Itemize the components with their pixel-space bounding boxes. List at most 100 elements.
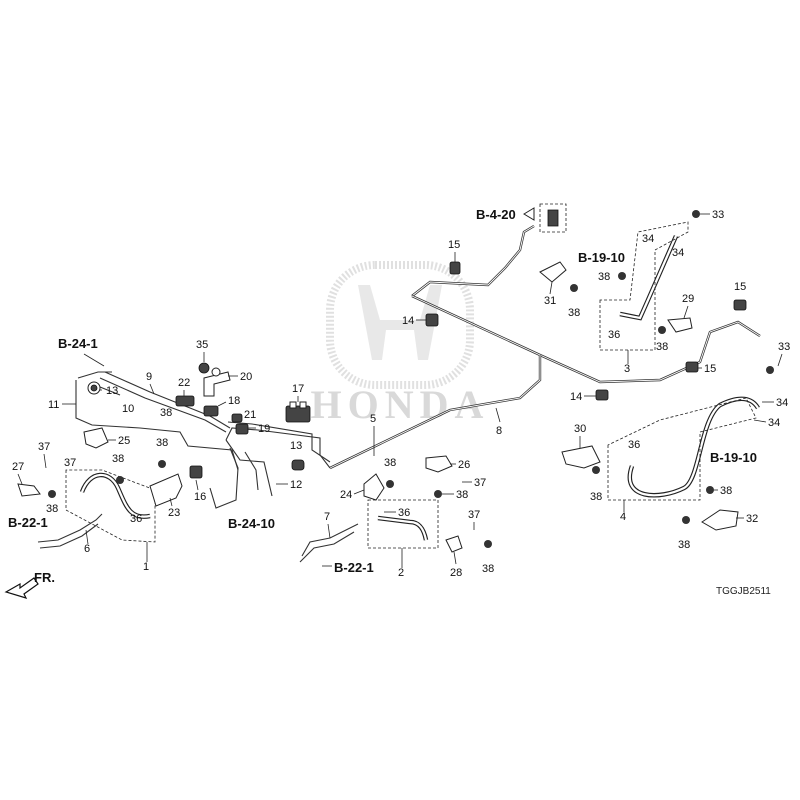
grommet-13b	[291, 459, 305, 471]
assembly-box-3	[599, 221, 689, 351]
callout-37c[interactable]: 37	[474, 477, 486, 489]
clip-15c	[733, 299, 747, 311]
brake-hose-1	[79, 472, 151, 519]
callout-24[interactable]: 24	[340, 489, 352, 501]
callout-13b[interactable]: 13	[290, 440, 302, 452]
callout-37b[interactable]: 37	[64, 457, 76, 469]
callout-1[interactable]: 1	[143, 561, 149, 573]
callout-34b[interactable]: 34	[672, 247, 684, 259]
bracket-25	[83, 427, 109, 449]
callout-38g[interactable]: 38	[568, 307, 580, 319]
callout-34a[interactable]: 34	[642, 233, 654, 245]
callout-10[interactable]: 10	[122, 403, 134, 415]
grommet-13	[87, 381, 101, 395]
assembly-box-1	[65, 469, 156, 543]
callout-38c[interactable]: 38	[156, 437, 168, 449]
callout-36c[interactable]: 36	[608, 329, 620, 341]
callout-4[interactable]: 4	[620, 511, 626, 523]
callout-3[interactable]: 3	[624, 363, 630, 375]
callout-34d[interactable]: 34	[768, 417, 780, 429]
ref-b-22-1-mid[interactable]: B-22-1	[334, 560, 374, 575]
callout-32[interactable]: 32	[746, 513, 758, 525]
diagram-code: TGGJB2511	[716, 586, 771, 597]
callout-38j[interactable]: 38	[590, 491, 602, 503]
callout-11[interactable]: 11	[48, 399, 59, 411]
callout-14b[interactable]: 14	[570, 391, 582, 403]
callout-15b[interactable]: 15	[704, 363, 716, 375]
callout-34c[interactable]: 34	[776, 397, 788, 409]
bracket-24	[363, 473, 385, 501]
bracket-20	[203, 367, 231, 397]
callout-15c[interactable]: 15	[734, 281, 746, 293]
ref-b-24-1[interactable]: B-24-1	[58, 336, 98, 351]
clip-22	[175, 395, 195, 407]
callout-20[interactable]: 20	[240, 371, 252, 383]
callout-37d[interactable]: 37	[468, 509, 480, 521]
callout-23[interactable]: 23	[168, 507, 180, 519]
callout-22[interactable]: 22	[178, 377, 190, 389]
callout-26[interactable]: 26	[458, 459, 470, 471]
callout-38m[interactable]: 38	[160, 407, 172, 419]
callout-38h[interactable]: 38	[598, 271, 610, 283]
arrow-b-24-1	[83, 353, 105, 367]
callout-37a[interactable]: 37	[38, 441, 50, 453]
callout-29[interactable]: 29	[682, 293, 694, 305]
callout-33a[interactable]: 33	[712, 209, 724, 221]
callout-25[interactable]: 25	[118, 435, 130, 447]
brake-hose-3	[619, 235, 679, 321]
callout-5[interactable]: 5	[370, 413, 376, 425]
ref-b-19-10-top[interactable]: B-19-10	[578, 250, 625, 265]
callout-35[interactable]: 35	[196, 339, 208, 351]
callout-38e[interactable]: 38	[456, 489, 468, 501]
bracket-30	[561, 445, 601, 469]
ref-b-22-1-left[interactable]: B-22-1	[8, 515, 48, 530]
callout-18[interactable]: 18	[228, 395, 240, 407]
clip-28	[445, 535, 463, 553]
callout-17[interactable]: 17	[292, 383, 304, 395]
callout-14a[interactable]: 14	[402, 315, 414, 327]
callout-16[interactable]: 16	[194, 491, 206, 503]
callout-21[interactable]: 21	[244, 409, 256, 421]
callout-36a[interactable]: 36	[130, 513, 142, 525]
callout-38f[interactable]: 38	[482, 563, 494, 575]
clip-15b	[685, 361, 699, 373]
callout-38l[interactable]: 38	[678, 539, 690, 551]
clip-21	[231, 413, 243, 423]
callout-36d[interactable]: 36	[628, 439, 640, 451]
callout-12[interactable]: 12	[290, 479, 302, 491]
callout-27[interactable]: 27	[12, 461, 24, 473]
ref-b-24-10[interactable]: B-24-10	[228, 516, 275, 531]
callout-36b[interactable]: 36	[398, 507, 410, 519]
ref-b-4-20[interactable]: B-4-20	[476, 207, 516, 222]
front-direction-label: FR.	[34, 570, 55, 585]
clip-16	[189, 465, 203, 479]
callout-19[interactable]: 19	[258, 423, 270, 435]
callout-38d[interactable]: 38	[384, 457, 396, 469]
callout-38i[interactable]: 38	[656, 341, 668, 353]
ref-b-19-10-right[interactable]: B-19-10	[710, 450, 757, 465]
callout-38a[interactable]: 38	[46, 503, 58, 515]
assembly-box-2	[367, 499, 439, 549]
brake-pipe-6	[37, 513, 103, 549]
callout-38b[interactable]: 38	[112, 453, 124, 465]
callout-30[interactable]: 30	[574, 423, 586, 435]
callout-38k[interactable]: 38	[720, 485, 732, 497]
honda-watermark-text: HONDA	[311, 382, 490, 427]
callout-2[interactable]: 2	[398, 567, 404, 579]
callout-13a[interactable]: 13	[106, 385, 118, 397]
callout-15a[interactable]: 15	[448, 239, 460, 251]
callout-8[interactable]: 8	[496, 425, 502, 437]
callout-7[interactable]: 7	[324, 511, 330, 523]
callout-9[interactable]: 9	[146, 371, 152, 383]
bracket-27	[17, 483, 41, 497]
callout-33b[interactable]: 33	[778, 341, 790, 353]
brake-pipe-11	[75, 371, 239, 471]
front-direction-arrow: FR.	[4, 570, 55, 599]
callout-28[interactable]: 28	[450, 567, 462, 579]
bracket-23	[149, 473, 183, 507]
callout-6[interactable]: 6	[84, 543, 90, 555]
brake-pipe-12	[209, 439, 273, 509]
brake-hose-4	[627, 396, 760, 498]
callouts: 1 2 3 4 5 6 7 8 9 10 11 12 13 13 14 14 1…	[12, 209, 790, 579]
callout-31[interactable]: 31	[544, 295, 556, 307]
